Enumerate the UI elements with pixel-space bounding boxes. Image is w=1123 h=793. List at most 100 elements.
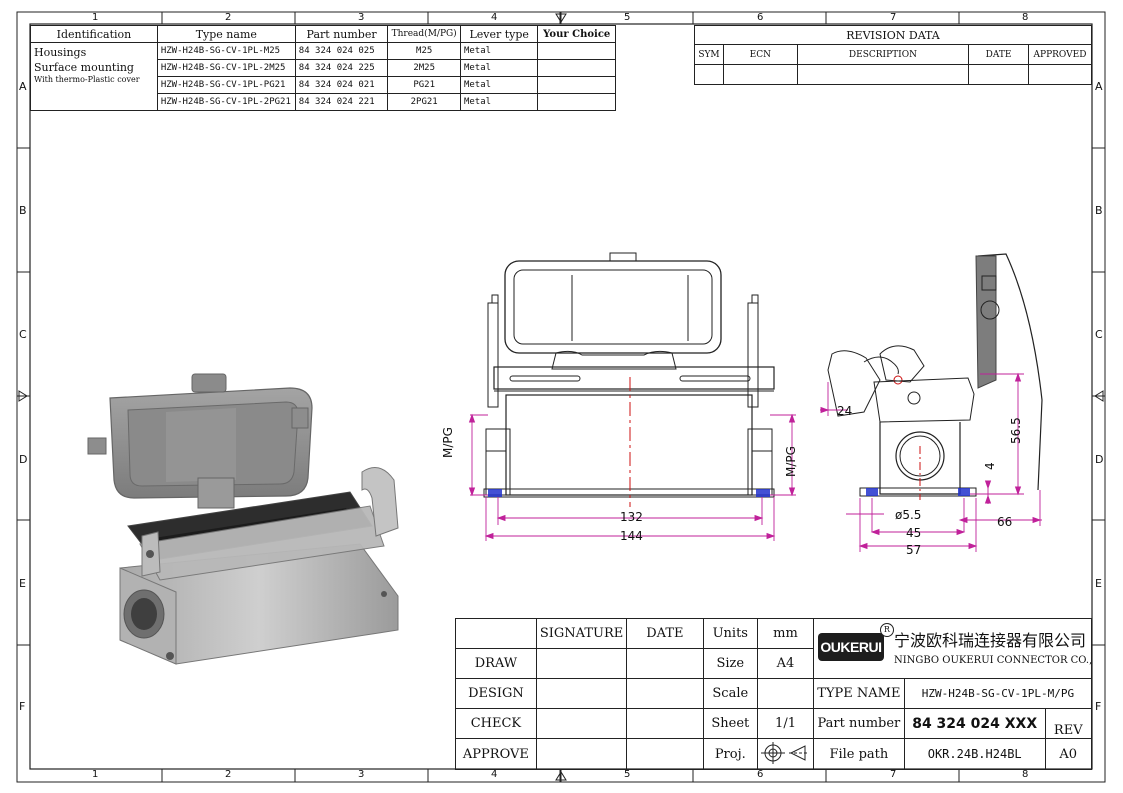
header-lever-type: Lever type bbox=[459, 25, 539, 43]
rev-label: REV bbox=[1044, 708, 1093, 739]
type-cell: HZW-H24B-SG-CV-1PL-M25 bbox=[156, 42, 296, 60]
logo-text: OUKERUI bbox=[817, 633, 884, 661]
dim-56-5-label: 56.5 bbox=[1009, 417, 1023, 444]
choice-cell[interactable] bbox=[537, 76, 616, 94]
row-draw: DRAW bbox=[455, 648, 537, 679]
type-cell: HZW-H24B-SG-CV-1PL-PG21 bbox=[156, 76, 296, 94]
thread-right-label: M/PG bbox=[784, 446, 798, 477]
choice-cell[interactable] bbox=[537, 59, 616, 77]
company-logo: OUKERUI R bbox=[817, 623, 894, 669]
row-label: C bbox=[1095, 328, 1103, 341]
row-label: A bbox=[1095, 80, 1103, 93]
sheet-label: Sheet bbox=[702, 708, 759, 739]
thread-cell: 2PG21 bbox=[387, 93, 461, 111]
revision-header-sym: SYM bbox=[694, 44, 724, 65]
row-label: D bbox=[1095, 453, 1104, 466]
side-view-drawing bbox=[820, 253, 1043, 552]
column-label: 7 bbox=[890, 769, 897, 780]
thread-left-label: M/PG bbox=[441, 427, 455, 458]
part-cell: 84 324 024 021 bbox=[294, 76, 389, 94]
file-path-value: OKR.24B.H24BL bbox=[903, 738, 1046, 770]
type-name-label: TYPE NAME bbox=[812, 678, 905, 709]
lever-cell: Metal bbox=[459, 93, 539, 111]
description-housings: Housings bbox=[34, 46, 87, 59]
part-cell: 84 324 024 225 bbox=[294, 59, 389, 77]
part-number-value: 84 324 024 XXX bbox=[903, 708, 1046, 739]
type-cell: HZW-H24B-SG-CV-1PL-2M25 bbox=[156, 59, 296, 77]
column-label: 7 bbox=[890, 12, 897, 23]
row-check: CHECK bbox=[455, 708, 537, 739]
row-label: C bbox=[19, 328, 27, 341]
rev-value: A0 bbox=[1044, 738, 1093, 770]
header-your-choice: Your Choice bbox=[537, 25, 616, 43]
row-label: B bbox=[19, 204, 27, 217]
column-label: 6 bbox=[757, 769, 764, 780]
part-cell: 84 324 024 221 bbox=[294, 93, 389, 111]
part-number-label: Part number bbox=[812, 708, 905, 739]
date-header: DATE bbox=[626, 618, 704, 649]
revision-header-date: DATE bbox=[968, 44, 1029, 65]
choice-cell[interactable] bbox=[537, 42, 616, 60]
column-label: 2 bbox=[225, 769, 232, 780]
scale-label: Scale bbox=[702, 678, 759, 709]
table-row: HZW-H24B-SG-CV-1PL-2PG21 84 324 024 221 … bbox=[31, 93, 616, 111]
dim-hole-label: ø5.5 bbox=[895, 508, 922, 522]
dim-24-label: 24 bbox=[837, 404, 853, 418]
dim-4-label: 4 bbox=[983, 462, 997, 470]
proj-label: Proj. bbox=[702, 738, 759, 770]
company-name-cn: 宁波欧科瑞连接器有限公司 bbox=[893, 631, 1086, 650]
row-label: A bbox=[19, 80, 27, 93]
header-part-number: Part number bbox=[294, 25, 389, 43]
dim-66-label: 66 bbox=[997, 515, 1013, 529]
thread-cell: 2M25 bbox=[387, 59, 461, 77]
dim-45-label: 45 bbox=[906, 526, 922, 540]
row-label: F bbox=[1095, 700, 1102, 713]
revision-header-ecn: ECN bbox=[722, 44, 798, 65]
revision-header-description: DESCRIPTION bbox=[796, 44, 970, 65]
signature-header: SIGNATURE bbox=[535, 618, 628, 649]
type-cell: HZW-H24B-SG-CV-1PL-2PG21 bbox=[156, 93, 296, 111]
header-identification: Identification bbox=[30, 25, 158, 43]
table-row: Housings Surface mounting With thermo-Pl… bbox=[30, 42, 616, 111]
identification-table: Identification Type name Part number Thr… bbox=[30, 25, 616, 111]
scale-value bbox=[757, 678, 814, 709]
row-approve: APPROVE bbox=[455, 738, 537, 770]
column-label: 2 bbox=[225, 12, 232, 23]
size-value: A4 bbox=[757, 648, 814, 679]
row-design: DESIGN bbox=[455, 678, 537, 709]
row-label: D bbox=[19, 453, 28, 466]
column-label: 3 bbox=[358, 12, 365, 23]
header-thread: Thread(M/PG) bbox=[387, 25, 461, 43]
header-type-name: Type name bbox=[156, 25, 296, 43]
column-label: 6 bbox=[757, 12, 764, 23]
front-view-drawing bbox=[468, 252, 796, 541]
revision-title: REVISION DATA bbox=[694, 25, 1092, 45]
part-cell: 84 324 024 025 bbox=[294, 42, 389, 60]
registered-mark: R bbox=[879, 623, 894, 637]
title-block: SIGNATURE DATE Units mm OUKERUI R 宁波欧科瑞连… bbox=[455, 618, 1093, 770]
size-label: Size bbox=[702, 648, 759, 679]
lever-cell: Metal bbox=[459, 42, 539, 60]
column-label: 4 bbox=[491, 769, 498, 780]
column-label: 5 bbox=[624, 12, 631, 23]
description-cover: With thermo-Plastic cover bbox=[34, 75, 140, 84]
dim-144-label: 144 bbox=[620, 529, 643, 543]
units-label: Units bbox=[702, 618, 759, 649]
type-name-value: HZW-H24B-SG-CV-1PL-M/PG bbox=[903, 678, 1093, 709]
row-label: B bbox=[1095, 204, 1103, 217]
row-label: F bbox=[19, 700, 26, 713]
description-mounting: Surface mounting bbox=[34, 61, 134, 74]
choice-cell[interactable] bbox=[537, 93, 616, 111]
units-value: mm bbox=[757, 618, 814, 649]
column-label: 1 bbox=[92, 769, 99, 780]
revision-row bbox=[694, 64, 1093, 85]
file-path-label: File path bbox=[812, 738, 905, 770]
column-label: 8 bbox=[1022, 769, 1029, 780]
column-label: 5 bbox=[624, 769, 631, 780]
company-name-en: NINGBO OUKERUI CONNECTOR CO.,LTD. bbox=[893, 655, 1092, 666]
thread-cell: PG21 bbox=[387, 76, 461, 94]
dim-132-label: 132 bbox=[620, 510, 643, 524]
column-label: 3 bbox=[358, 769, 365, 780]
dim-57-label: 57 bbox=[906, 543, 922, 557]
column-label: 8 bbox=[1022, 12, 1029, 23]
